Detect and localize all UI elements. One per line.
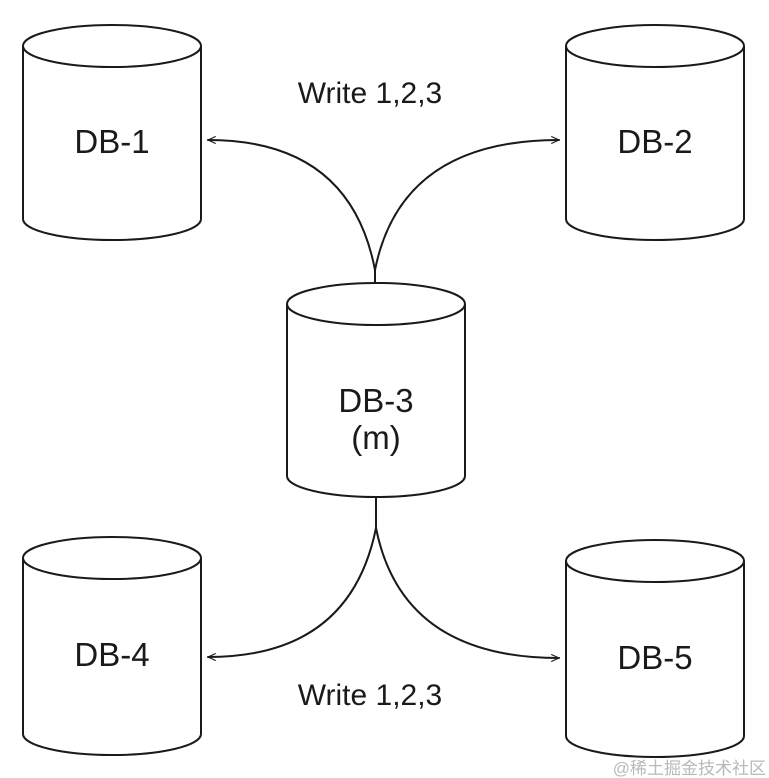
db2-body (565, 46, 745, 241)
nodes-group: DB-1 DB-2 DB-3 (m) DB-4 (22, 24, 745, 758)
db4-top (22, 536, 202, 580)
write-annotation-top: Write 1,2,3 (298, 77, 443, 110)
db5-top (565, 539, 745, 583)
db1-body (22, 46, 202, 241)
db5-cylinder: DB-5 (565, 539, 745, 758)
db2-cylinder: DB-2 (565, 24, 745, 241)
db5-body (565, 561, 745, 758)
edge-db3-to-db5 (375, 527, 560, 658)
db3-body (286, 304, 466, 498)
db3-top (286, 282, 466, 326)
db3-sublabel: (m) (351, 419, 400, 456)
watermark: @稀土掘金技术社区 (613, 759, 766, 778)
db4-cylinder: DB-4 (22, 536, 202, 756)
db4-body (22, 558, 202, 756)
db3-cylinder: DB-3 (m) (286, 282, 466, 498)
db1-top (22, 24, 202, 68)
db2-label: DB-2 (617, 123, 692, 160)
edge-db3-to-db4 (207, 527, 377, 657)
db5-label: DB-5 (617, 639, 692, 676)
edge-db3-to-db2 (374, 140, 560, 271)
db3-label: DB-3 (338, 382, 413, 419)
db1-label: DB-1 (74, 123, 149, 160)
edges-group (207, 140, 560, 658)
db2-top (565, 24, 745, 68)
db4-label: DB-4 (74, 636, 149, 673)
edge-db3-to-db1 (207, 140, 376, 271)
db1-cylinder: DB-1 (22, 24, 202, 241)
write-annotation-bottom: Write 1,2,3 (298, 679, 443, 712)
